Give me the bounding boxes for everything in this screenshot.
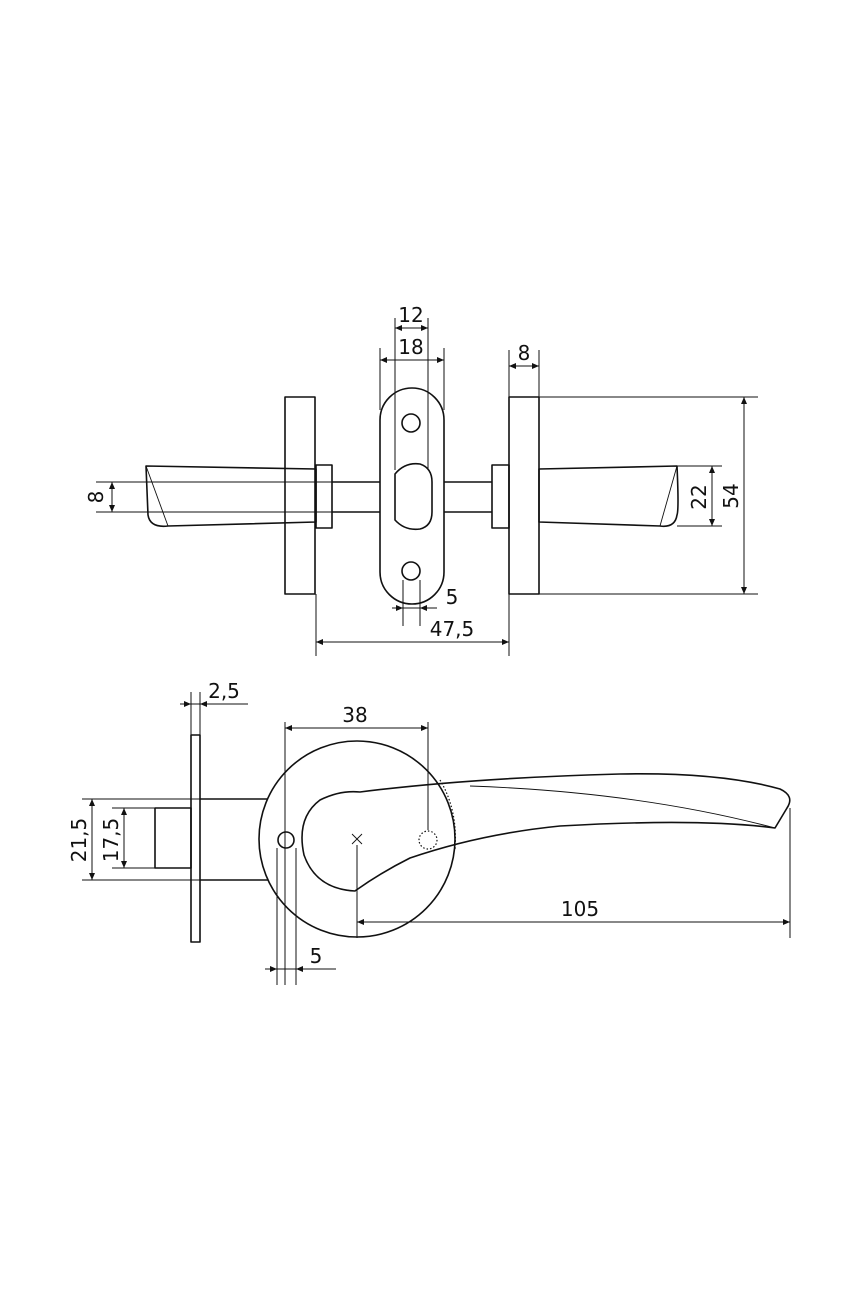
- dim-lever-grip: 8: [84, 491, 108, 504]
- dim-hole-width: 5: [446, 585, 459, 609]
- dim-rose-thickness: 8: [518, 341, 531, 365]
- dim-inner-height: 17,5: [99, 818, 123, 863]
- dim-latch-plate-width: 18: [398, 335, 423, 359]
- right-lever-bevel: [659, 465, 678, 527]
- left-neck: [315, 464, 333, 529]
- dim-rose-height: 54: [719, 483, 743, 508]
- right-lever: [538, 465, 679, 528]
- latch-bolt-opening: [394, 462, 433, 531]
- dim-plate-thickness: 2,5: [208, 679, 240, 703]
- right-rose: [508, 396, 540, 595]
- dim-outer-height: 21,5: [67, 818, 91, 863]
- dim-hole-diameter: 5: [310, 944, 323, 968]
- left-lever-bevel: [145, 465, 169, 527]
- latch-screw-hole-top: [401, 413, 421, 433]
- side-view: 2,5 38 21,5 17,5 5 105: [67, 679, 791, 985]
- left-rose: [284, 396, 316, 595]
- latch-block: [154, 807, 192, 869]
- latch-plate: [379, 387, 445, 605]
- dim-rose-diameter: 38: [342, 703, 367, 727]
- rose-screw-hole: [277, 831, 295, 849]
- dim-spindle-width: 12: [398, 303, 423, 327]
- door-plate: [190, 734, 201, 943]
- side-lever-crease: [469, 785, 776, 829]
- dim-lever-height: 22: [687, 484, 711, 509]
- side-lever: [301, 773, 791, 892]
- dim-lever-length: 105: [561, 897, 599, 921]
- hidden-screw-hole: [418, 830, 438, 850]
- dim-door-thickness: 47,5: [430, 617, 475, 641]
- right-neck: [491, 464, 510, 529]
- left-lever: [145, 465, 317, 528]
- top-view: 12 18 8 8 22 54: [84, 303, 758, 656]
- latch-screw-hole-bottom: [401, 561, 421, 581]
